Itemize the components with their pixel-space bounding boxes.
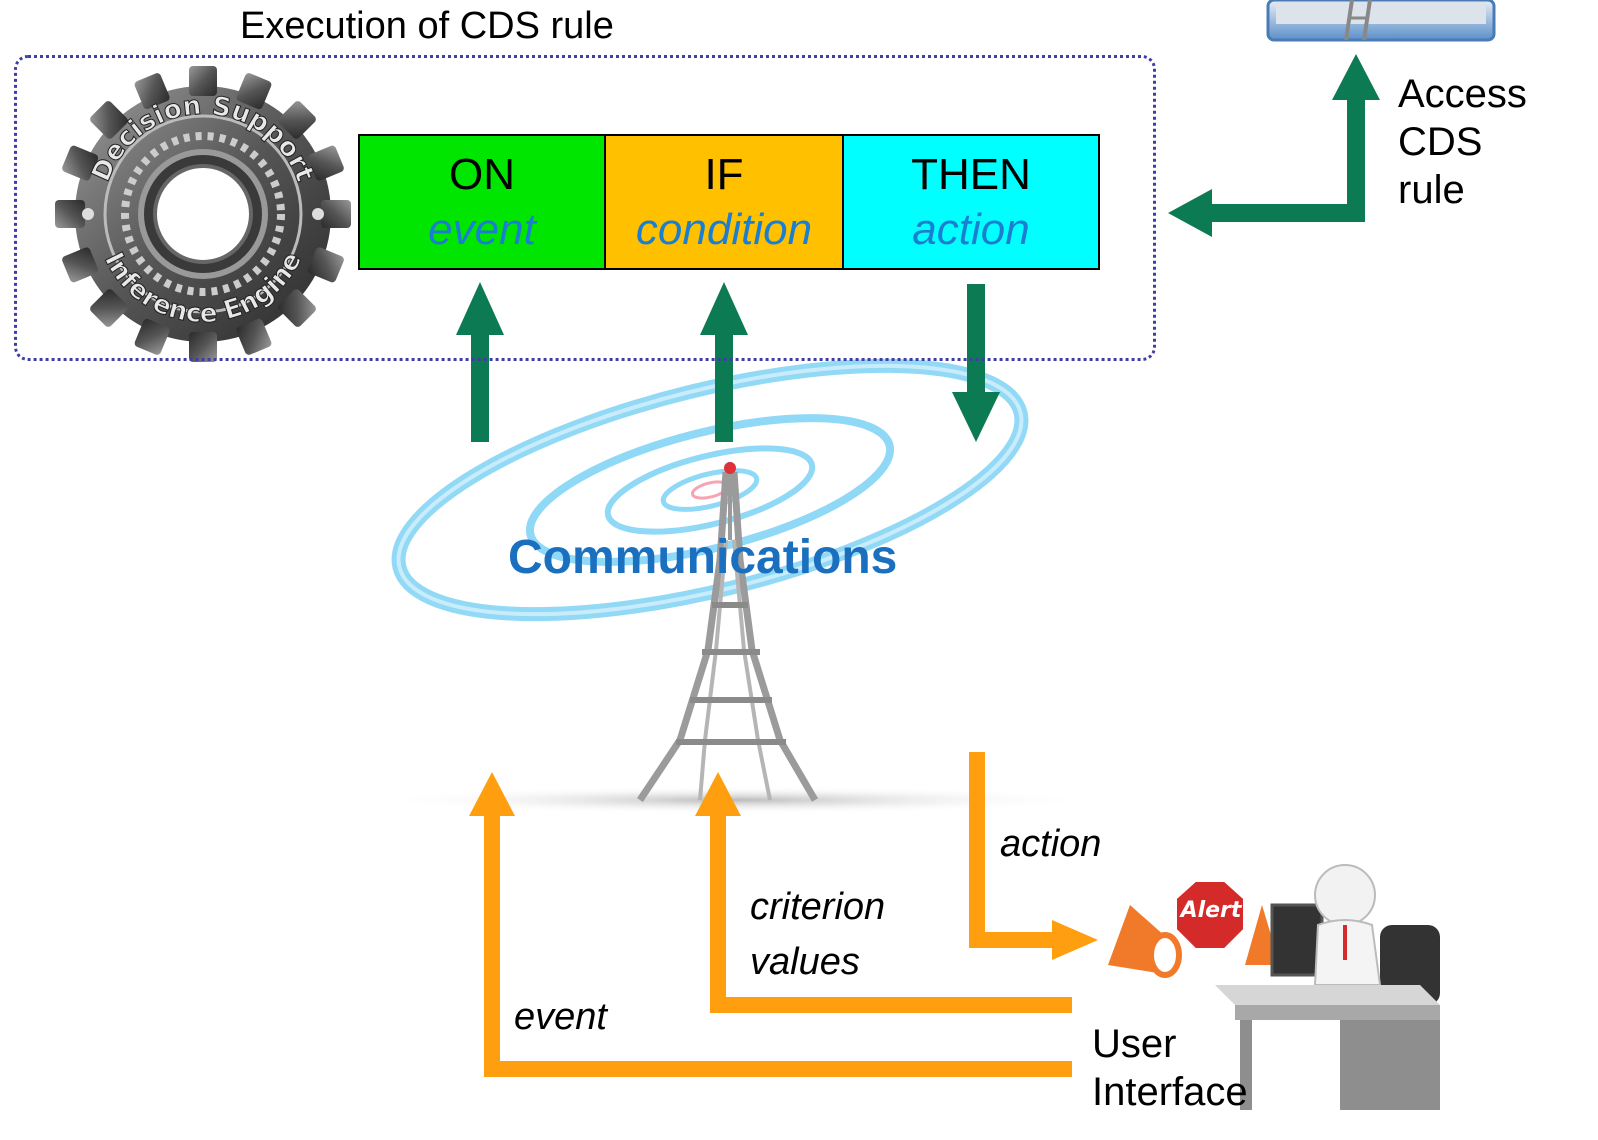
gear-icon <box>55 66 351 362</box>
rule-then-keyword: THEN <box>911 150 1031 199</box>
access-arrow-vertical <box>1347 96 1365 222</box>
rule-then-sub: action <box>912 205 1030 254</box>
criterion-line-1: criterion <box>750 886 886 928</box>
criterion-line-2: values <box>750 941 860 984</box>
user-interface-label: User Interface <box>1092 1020 1248 1116</box>
condition-arrow-head <box>700 282 748 335</box>
cds-execution-frame <box>14 55 1156 361</box>
rule-if-keyword: IF <box>704 150 744 199</box>
action-flow-label: action <box>1000 823 1102 865</box>
rule-on-box: ON event <box>358 134 606 270</box>
access-line-3: rule <box>1398 168 1465 212</box>
svg-text:Decision Support: Decision Support <box>86 91 319 186</box>
rule-on-keyword: ON <box>449 150 515 199</box>
event-flow-head <box>469 772 515 816</box>
action-arrow-head <box>952 392 1000 442</box>
gear-text-overlay: Decision Support Inference Engine <box>86 90 320 330</box>
action-arrow-shaft <box>967 284 985 392</box>
user-interface-line-1: User <box>1092 1022 1177 1066</box>
rule-if-sub: condition <box>635 205 813 254</box>
action-flow-line <box>969 752 1055 948</box>
tower-icon <box>375 462 1095 814</box>
access-cds-rule-label: Access CDS rule <box>1398 70 1527 214</box>
gear-text-bottom: Inference Engine <box>98 247 309 330</box>
user-interface-line-2: Interface <box>1092 1070 1248 1114</box>
user-at-desk-icon <box>1215 864 1440 1110</box>
event-flow-label: event <box>514 996 607 1038</box>
rule-on-sub: event <box>428 205 536 254</box>
book-icon <box>1266 0 1496 42</box>
communications-label: Communications <box>508 531 898 584</box>
diagram-title: Execution of CDS rule <box>240 5 614 47</box>
alert-sign-icon <box>1108 878 1280 978</box>
criterion-flow-head <box>695 772 741 816</box>
access-arrow-horizontal <box>1210 204 1365 222</box>
access-arrow-head-up <box>1332 54 1380 100</box>
event-arrow-head <box>456 282 504 335</box>
criterion-values-label: criterion values <box>750 880 885 990</box>
access-line-1: Access <box>1398 72 1527 116</box>
action-flow-head <box>1052 920 1098 960</box>
gear-text-top: Decision Support <box>86 90 320 186</box>
alert-text: Alert <box>1180 898 1242 923</box>
svg-text:Inference Engine: Inference Engine <box>98 247 308 329</box>
access-arrow-head-left <box>1168 189 1212 237</box>
rule-then-box: THEN action <box>842 134 1100 270</box>
criterion-flow-line <box>710 812 1072 1013</box>
orange-arrows <box>484 752 1072 1077</box>
event-flow-line <box>484 812 1072 1077</box>
rule-if-box: IF condition <box>604 134 844 270</box>
access-line-2: CDS <box>1398 120 1483 164</box>
